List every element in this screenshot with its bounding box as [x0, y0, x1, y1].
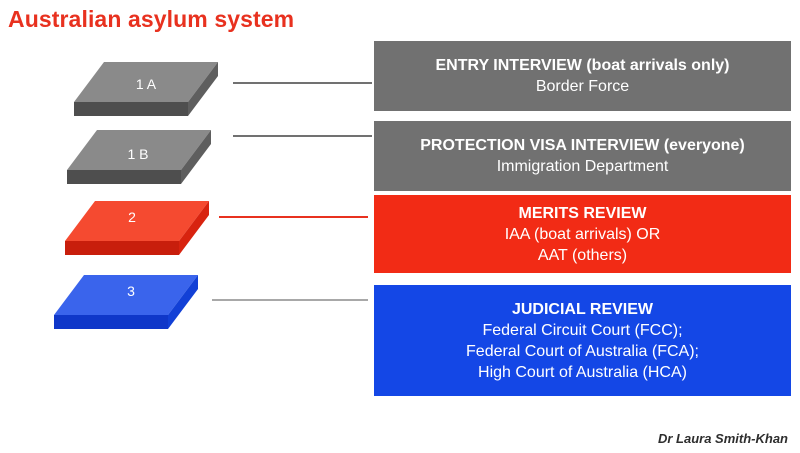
step-box-line: Immigration Department [496, 158, 669, 175]
step-slab-3: 3 [54, 275, 198, 329]
step-label-2: 2 [128, 209, 136, 225]
step-box-line: High Court of Australia (HCA) [478, 363, 687, 381]
step-label-1a: 1 A [136, 76, 157, 92]
step-slab-1a: 1 A [74, 62, 218, 116]
step-box-protection-visa-interview: PROTECTION VISA INTERVIEW (everyone) Imm… [374, 121, 791, 191]
step-label-3: 3 [127, 283, 135, 299]
step-label-1b: 1 B [127, 146, 148, 162]
step-box-line: Federal Court of Australia (FCA); [466, 342, 699, 360]
step-box-heading: PROTECTION VISA INTERVIEW (everyone) [420, 137, 745, 154]
step-box-judicial-review: JUDICIAL REVIEW Federal Circuit Court (F… [374, 285, 791, 396]
step-box-merits-review: MERITS REVIEW IAA (boat arrivals) OR AAT… [374, 195, 791, 273]
step-slab-1b: 1 B [67, 130, 211, 184]
step-box-line: Border Force [535, 78, 630, 95]
step-box-entry-interview: ENTRY INTERVIEW (boat arrivals only) Bor… [374, 41, 791, 111]
step-box-heading: ENTRY INTERVIEW (boat arrivals only) [435, 57, 730, 74]
step-slab-2: 2 [65, 201, 209, 255]
step-box-line: IAA (boat arrivals) OR [504, 225, 661, 243]
page-title: Australian asylum system [8, 6, 295, 32]
step-box-line: AAT (others) [537, 246, 628, 264]
step-box-heading: MERITS REVIEW [518, 204, 647, 222]
step-box-line: Federal Circuit Court (FCC); [482, 321, 683, 339]
step-box-heading: JUDICIAL REVIEW [511, 300, 654, 318]
author-credit: Dr Laura Smith-Khan [657, 431, 788, 446]
